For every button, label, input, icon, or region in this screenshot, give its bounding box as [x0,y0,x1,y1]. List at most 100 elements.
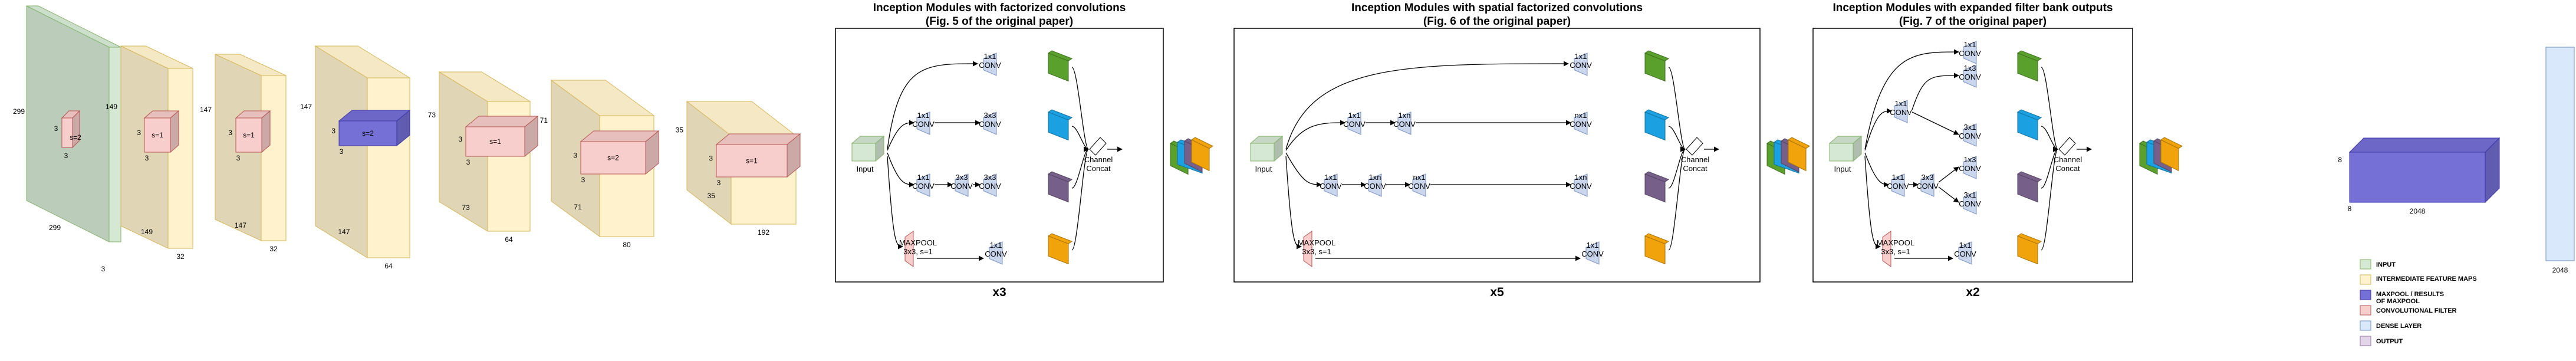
legend-swatch [2360,290,2371,300]
final-pool-height: 8 [2338,156,2342,164]
b3-conv3a-kernel: 3x3 [956,173,968,182]
feature-map-height: 73 [428,111,436,119]
b2-conv1xn-filter [1397,111,1412,135]
legend-item: DENSE LAYER [2360,320,2422,331]
module-subtitle: (Fig. 7 of the original paper) [1899,15,2047,28]
b3-conv1-filter [1891,173,1905,197]
b2-conv1x3-conv-label: CONV [1959,73,1981,81]
module-input-block [1828,135,1863,162]
module-input-label: Input [857,165,874,173]
module-title: Inception Modules with spatial factorize… [1351,2,1643,14]
maxpool-filter-shape [1882,231,1891,267]
b1-conv1-filter [1574,52,1588,76]
legend-swatch [2360,259,2371,270]
module-title: Inception Modules with factorized convol… [873,2,1126,14]
inception-module-3: Inception Modules with expanded filter b… [1812,2,2183,299]
b2-conv3-filter [983,111,997,135]
feature-map-depth: 64 [384,262,393,270]
branch-to-concat-arrow [1668,146,1686,251]
b3-conv3x1-conv-label: CONV [1959,199,1981,208]
branch-output-4 [2016,233,2042,265]
module-subtitle: (Fig. 5 of the original paper) [926,15,1073,28]
feature-map-width: 147 [235,221,246,229]
b1-conv1-kernel: 1x1 [984,52,996,61]
concat-label-line2: Concat [2055,164,2080,173]
module-title: Inception Modules with expanded filter b… [1833,2,2113,14]
b2-conv3x1-kernel: 3x1 [1964,123,1976,132]
conv-filter [235,110,271,153]
b2-conv1x3-filter [1963,64,1977,88]
filter-k1-label: 3 [331,127,335,135]
b3-conv1-conv-label: CONV [912,182,935,191]
branch-to-concat-arrow [2041,146,2058,251]
final-pool-width: 2048 [2410,207,2426,215]
dense-layer: 2048 [2545,47,2575,274]
b3-conv3x1-kernel: 3x1 [1964,191,1976,199]
conv-filter [580,130,660,175]
branch-output-1 [1047,50,1073,82]
module-input-label: Input [1255,165,1272,173]
b3-convnx1-a-filter [1412,173,1426,197]
conv-filter [143,110,180,153]
b3-conv1-filter [1324,173,1338,197]
connector-arrow [887,61,978,150]
module-frame [1233,28,1761,283]
legend-item: INTERMEDIATE FEATURE MAPS [2360,274,2477,285]
b4-conv1-conv-label: CONV [1581,250,1604,258]
concat-output-slab-4 [1787,137,1811,172]
dense-layer-size: 2048 [2552,266,2568,274]
connector-arrow [1912,111,1959,135]
b3-conv3x1-filter [1963,191,1977,215]
feature-map-depth: 80 [623,241,631,249]
module-multiplier: x2 [1966,285,1979,299]
module-frame [1812,28,2133,283]
b3-conv1-kernel: 1x1 [1325,173,1337,182]
b4-conv1-kernel: 1x1 [1587,241,1599,250]
channel-concat-shape [1089,137,1107,156]
b1-conv1-kernel: 1x1 [1575,52,1587,61]
b2-convnx1-filter [1574,111,1588,135]
b3-conv1x3-kernel: 1x3 [1964,155,1976,164]
maxpool-filter [338,109,411,147]
filter-k2-label: 3 [145,154,149,162]
connector-arrow [1864,152,1889,188]
conv-filter [715,133,801,178]
b3-conv1-kernel: 1x1 [917,173,930,182]
input-depth-label: 3 [101,265,106,273]
b3-conv3b-conv-label: CONV [979,182,1001,191]
feature-map-height: 35 [676,126,684,134]
branch-output-3 [1644,171,1670,203]
legend-swatch [2360,320,2371,331]
b2-conv1-kernel: 1x1 [1348,111,1361,120]
b4-conv1-filter [1585,241,1600,265]
b3-conv1xn-a-kernel: 1xn [1369,173,1381,182]
b3-conv1xn-b-kernel: 1xn [1575,173,1587,182]
filter-k2-label: 3 [236,154,241,162]
inception-module-1: Inception Modules with factorized convol… [835,2,1214,299]
connector-arrow [1285,152,1322,188]
feature-map-width: 149 [141,228,153,236]
module-input-label: Input [1834,165,1851,173]
filter-stride-label: s=1 [243,131,255,139]
filter-k1-label: 3 [458,135,462,143]
branch-to-concat-arrow [2041,126,2058,152]
b3-conv1-filter [916,173,930,197]
stem-layer: 2992993s=23314932149s=13314732147s=13314… [13,5,801,273]
connector-arrow [1864,49,1959,150]
concat-label-line2: Concat [1683,164,1708,173]
legend-label-line1: MAXPOOL / RESULTS [2376,291,2444,298]
b3-conv1xn-b-conv-label: CONV [1570,182,1592,191]
inception-module-2: Inception Modules with spatial factorize… [1233,2,1811,299]
legend-item: INPUT [2360,259,2396,270]
feature-map-volume [314,45,411,258]
feature-map-volume [550,80,655,237]
b1-conv1-conv-label: CONV [1959,49,1981,58]
feature-map-height: 147 [300,103,312,111]
feature-map-depth: 64 [505,235,513,244]
